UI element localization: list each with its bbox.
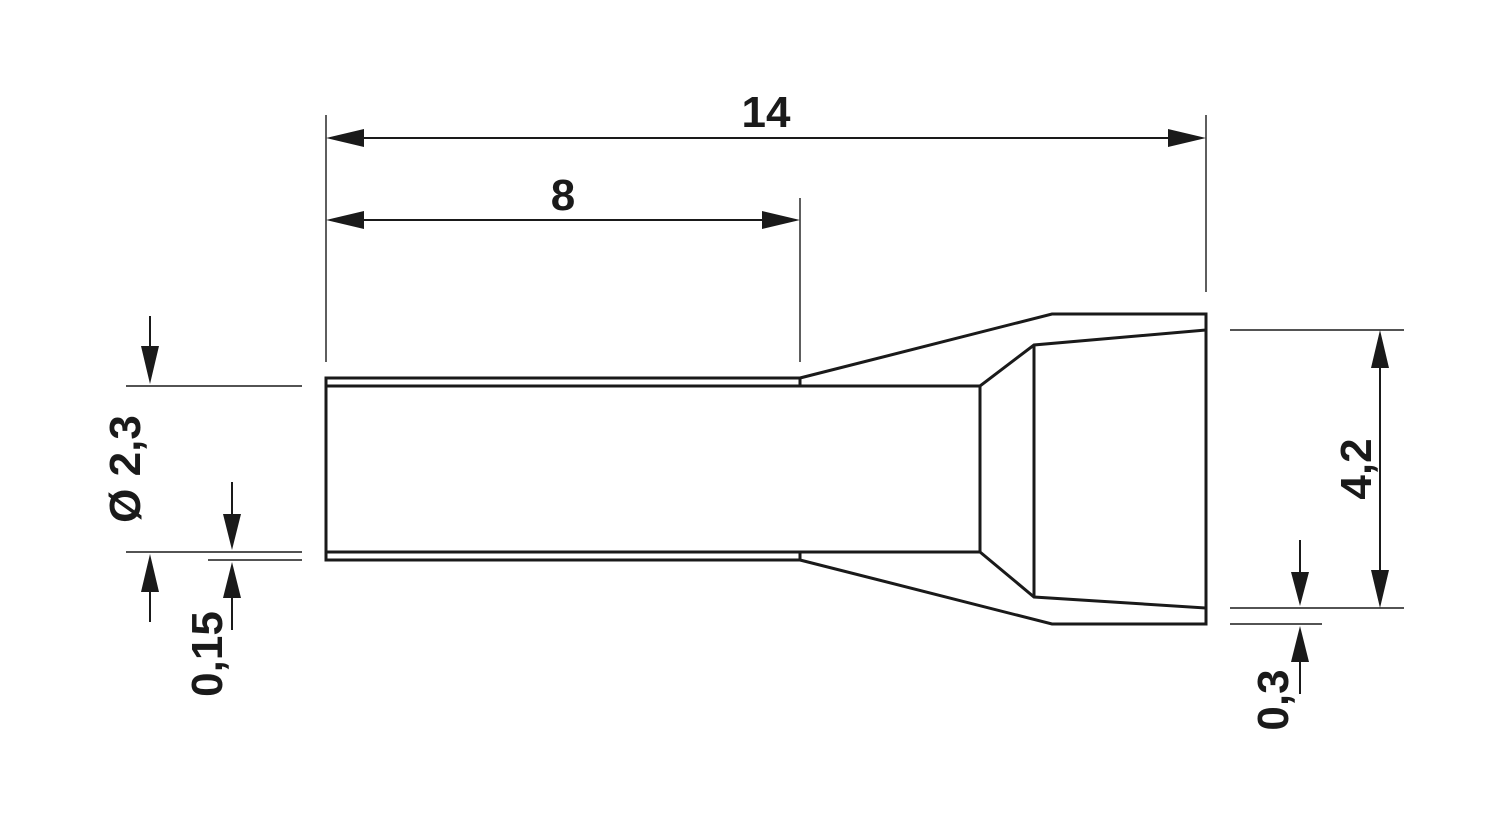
collar-wall-bottom bbox=[798, 550, 1208, 626]
dimension-collar-diameter: 4,2 bbox=[1230, 329, 1404, 609]
arrowhead bbox=[762, 211, 800, 229]
dimension-tube-wall: 0,15 bbox=[183, 482, 302, 697]
dimension-label-overall-length: 14 bbox=[742, 88, 791, 137]
arrowhead bbox=[223, 514, 241, 550]
dimension-inner-diameter: Ø 2,3 bbox=[101, 316, 302, 622]
dimension-tube-length: 8 bbox=[326, 171, 801, 362]
arrowhead bbox=[1371, 570, 1389, 608]
tube-wall-top bbox=[324, 376, 802, 388]
arrowhead bbox=[1371, 330, 1389, 368]
dimension-overall-length: 14 bbox=[325, 88, 1207, 362]
arrowhead bbox=[223, 562, 241, 598]
ferrule-body bbox=[324, 312, 1208, 626]
dimension-label-tube-length: 8 bbox=[551, 171, 575, 220]
arrowhead bbox=[141, 554, 159, 592]
collar-wall-top bbox=[798, 312, 1208, 388]
arrowhead bbox=[326, 129, 364, 147]
dimension-label-collar-wall: 0,3 bbox=[1249, 669, 1298, 730]
dimension-collar-wall: 0,3 bbox=[1230, 540, 1322, 731]
arrowhead bbox=[1168, 129, 1206, 147]
arrowhead bbox=[1291, 626, 1309, 662]
dimension-label-inner-diameter: Ø 2,3 bbox=[101, 415, 150, 523]
arrowhead bbox=[141, 346, 159, 384]
tube-wall-bottom bbox=[324, 550, 802, 562]
dimension-label-collar-diameter: 4,2 bbox=[1332, 438, 1381, 499]
dimension-label-tube-wall: 0,15 bbox=[183, 611, 232, 697]
arrowhead bbox=[1291, 572, 1309, 606]
arrowhead bbox=[326, 211, 364, 229]
